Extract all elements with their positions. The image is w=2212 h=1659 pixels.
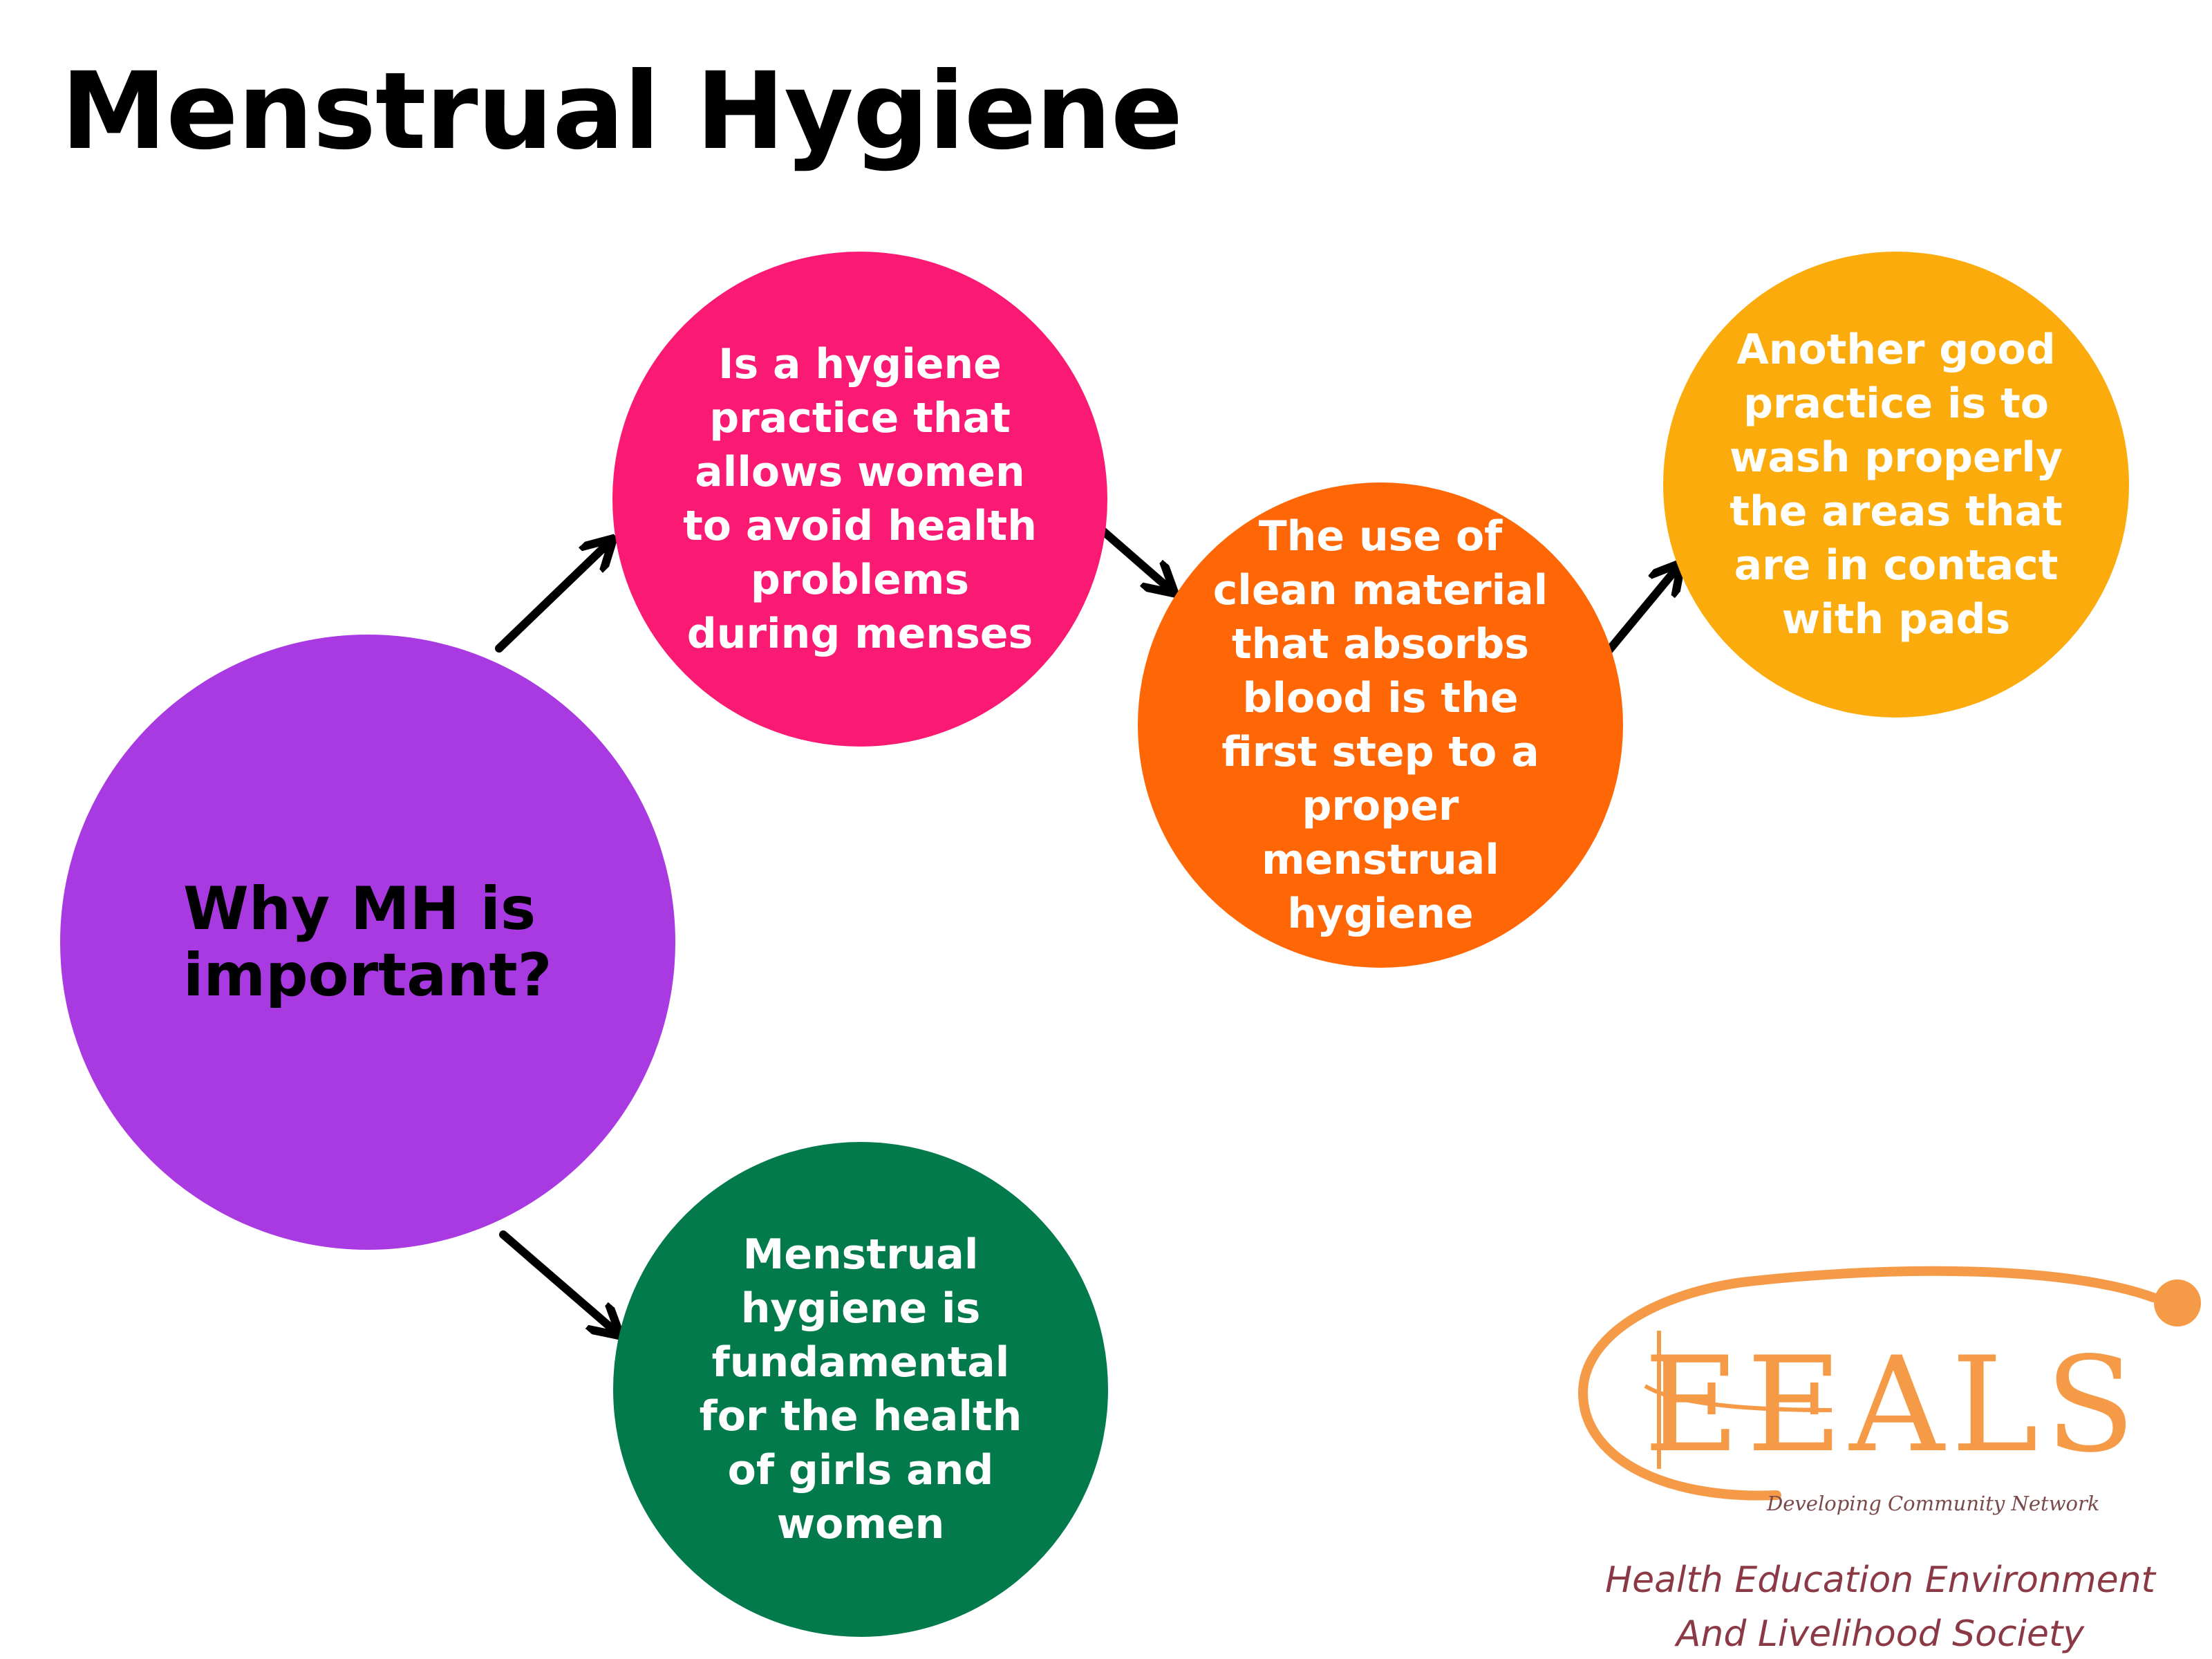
logo-letters: EEALS xyxy=(1644,1329,2142,1481)
pink-node: Is a hygiene practice that allows women … xyxy=(612,252,1107,747)
org-name-line-1: Health Education Environment xyxy=(1605,1559,2155,1601)
orange-node-text: The use of clean material that absorbs b… xyxy=(1212,512,1548,938)
heeals-logo-mark xyxy=(1577,1266,2201,1501)
arrow-orange-to-yellow xyxy=(1600,568,1677,661)
pink-node-text: Is a hygiene practice that allows women … xyxy=(683,340,1037,658)
arrow-center-to-green xyxy=(499,1230,615,1331)
page-title: Menstrual Hygiene xyxy=(61,50,1183,174)
center-node: Why MH is important? xyxy=(60,635,675,1250)
green-node: Menstrual hygiene is fundamental for the… xyxy=(613,1142,1108,1637)
arrow-center-to-pink xyxy=(495,543,608,653)
yellow-node-text: Another good practice is to wash properl… xyxy=(1730,326,2063,644)
org-name-line-2: And Livelihood Society xyxy=(1676,1613,2085,1655)
green-node-text: Menstrual hygiene is fundamental for the… xyxy=(699,1230,1022,1548)
logo-tagline: Developing Community Network xyxy=(1767,1492,2100,1515)
orange-node: The use of clean material that absorbs b… xyxy=(1138,482,1623,968)
yellow-node: Another good practice is to wash properl… xyxy=(1663,252,2129,718)
center-node-text: Why MH is important? xyxy=(183,874,552,1010)
